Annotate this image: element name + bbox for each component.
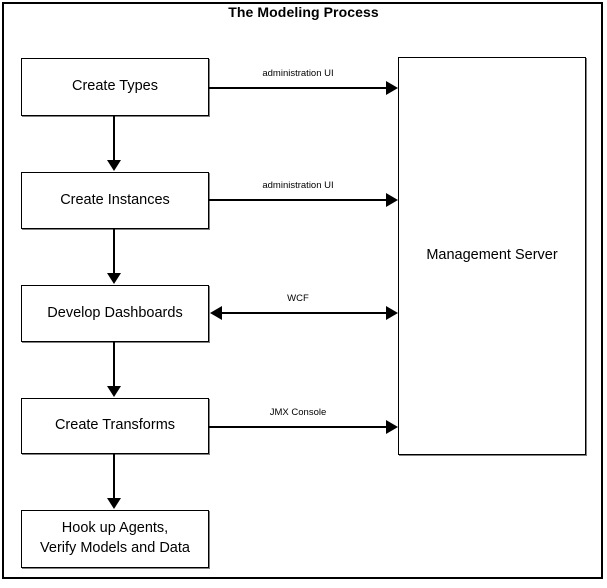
flow-arrow-line-1: [113, 116, 115, 161]
arrowhead-right-icon: [386, 193, 398, 207]
process-box-create-instances[interactable]: Create Instances: [21, 172, 209, 229]
page-title: The Modeling Process: [228, 4, 379, 20]
arrowhead-right-icon: [386, 306, 398, 320]
arrowhead-right-icon: [386, 420, 398, 434]
process-box-label: Create Instances: [60, 191, 170, 208]
arrowhead-right-icon: [386, 81, 398, 95]
edge-label-administration-ui-1: administration UI: [262, 68, 334, 79]
arrowhead-down-icon: [107, 160, 121, 171]
edge-line-jmx-console: [209, 426, 387, 428]
arrowhead-down-icon: [107, 498, 121, 509]
flow-arrow-line-4: [113, 454, 115, 499]
server-box-management-server[interactable]: Management Server: [398, 57, 586, 455]
edge-line-wcf: [221, 312, 387, 314]
flow-arrow-line-2: [113, 229, 115, 274]
arrowhead-down-icon: [107, 386, 121, 397]
process-box-label: Create Transforms: [54, 417, 176, 434]
flow-arrow-line-3: [113, 342, 115, 387]
process-box-label: Develop Dashboards: [47, 304, 183, 321]
edge-label-administration-ui-2: administration UI: [262, 180, 334, 191]
process-box-label: Create Types: [72, 78, 158, 95]
edge-label-jmx-console: JMX Console: [269, 407, 327, 418]
process-box-create-types[interactable]: Create Types: [21, 58, 209, 116]
process-box-label: Hook up Agents, Verify Models and Data: [40, 520, 190, 556]
edge-line-administration-ui-2: [209, 199, 387, 201]
arrowhead-left-icon: [210, 306, 222, 320]
edge-label-wcf: WCF: [287, 293, 309, 304]
server-box-label: Management Server: [426, 247, 558, 264]
process-box-develop-dashboards[interactable]: Develop Dashboards: [21, 285, 209, 342]
process-box-create-transforms[interactable]: Create Transforms: [21, 398, 209, 454]
arrowhead-down-icon: [107, 273, 121, 284]
process-box-hook-up-agents[interactable]: Hook up Agents, Verify Models and Data: [21, 510, 209, 568]
edge-line-administration-ui-1: [209, 87, 387, 89]
